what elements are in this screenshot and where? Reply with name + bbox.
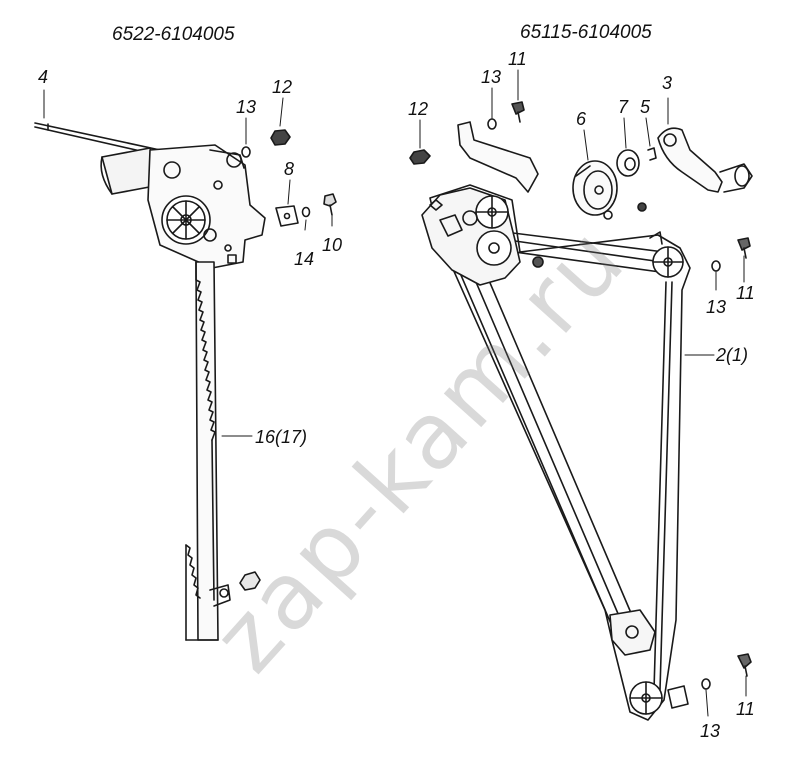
left-assembly-title: 6522-6104005 [112,24,235,45]
right-assembly-title: 65115-6104005 [520,22,652,43]
callout-13-top: 13 [481,67,502,87]
left-regulator-assembly [34,89,337,641]
callout-13-bottom: 13 [700,721,721,741]
callout-11-mid: 11 [736,283,755,303]
callout-13-mid: 13 [706,297,727,317]
callout-6: 6 [576,109,587,129]
callout-14: 14 [294,249,315,269]
callout-13-left: 13 [236,97,257,117]
callout-8: 8 [284,159,295,179]
callout-10: 10 [322,235,343,255]
callout-12-left: 12 [272,77,293,97]
callout-2-1: 2(1) [716,345,749,365]
right-regulator-assembly [409,69,753,721]
callout-7: 7 [618,97,629,117]
callout-5: 5 [640,97,651,117]
callout-3: 3 [662,73,673,93]
callout-16-17: 16(17) [255,427,308,447]
callout-4: 4 [38,67,49,87]
callout-11-bottom: 11 [736,699,755,719]
callout-12-right: 12 [408,99,429,119]
callout-11-top: 11 [508,49,527,69]
